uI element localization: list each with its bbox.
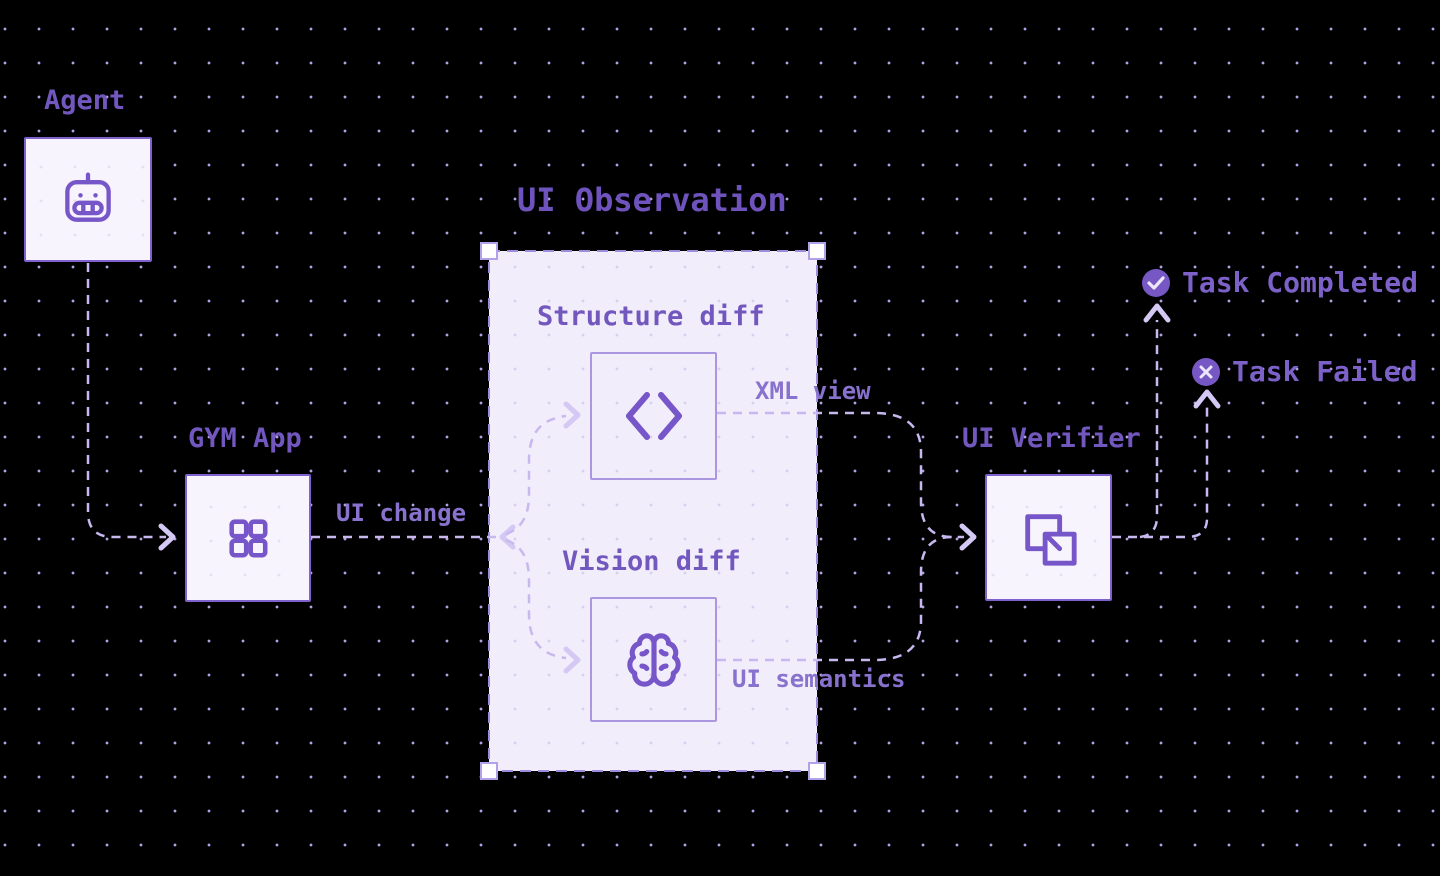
check-circle-icon [1142, 269, 1170, 297]
edge-agent-to-gym [86, 263, 166, 539]
gym-app-node[interactable] [185, 474, 311, 602]
observation-panel-border [488, 250, 818, 772]
edge-xml-view [717, 411, 964, 539]
ui-semantics-edge-label: UI semantics [732, 665, 906, 693]
robot-icon [65, 172, 111, 222]
vision-diff-label: Vision diff [562, 546, 741, 577]
edge-verifier-to-completed [1139, 320, 1159, 539]
x-circle-icon [1192, 358, 1220, 386]
arrowhead-into-vision [563, 646, 581, 674]
ui-verifier-label: UI Verifier [962, 423, 1141, 454]
xml-view-edge-label: XML view [755, 377, 871, 405]
selection-handle-bottom-right[interactable] [808, 762, 826, 780]
vision-diff-node[interactable] [590, 597, 717, 722]
task-completed-label: Task Completed [1182, 266, 1419, 299]
agent-node[interactable] [24, 137, 152, 262]
structure-diff-label: Structure diff [537, 301, 765, 332]
split-chevron [499, 524, 516, 550]
edge-split-to-vision [505, 538, 567, 660]
code-icon [625, 392, 682, 440]
structure-diff-node[interactable] [590, 352, 717, 480]
edge-ui-semantics [717, 535, 953, 662]
gym-app-label: GYM App [188, 423, 302, 454]
edge-split-to-structure [505, 414, 567, 536]
arrowhead-into-structure [563, 401, 581, 429]
task-failed-label: Task Failed [1232, 355, 1418, 388]
ui-change-edge-label: UI change [336, 499, 467, 527]
arrowhead-into-completed [1143, 303, 1171, 323]
ui-observation-title: UI Observation [517, 181, 787, 219]
arrowhead-into-verifier [959, 523, 977, 551]
brain-icon [626, 632, 681, 687]
ui-verifier-node[interactable] [985, 474, 1112, 601]
selection-handle-bottom-left[interactable] [480, 762, 498, 780]
selection-handle-top-left[interactable] [480, 242, 498, 260]
agent-label: Agent [44, 85, 126, 116]
app-grid-icon [229, 519, 268, 558]
arrowhead-into-gym [158, 523, 176, 551]
overlap-squares-icon [1024, 513, 1077, 566]
arrowhead-into-failed [1193, 389, 1221, 409]
selection-handle-top-right[interactable] [808, 242, 826, 260]
ui-observation-panel[interactable] [489, 251, 817, 771]
